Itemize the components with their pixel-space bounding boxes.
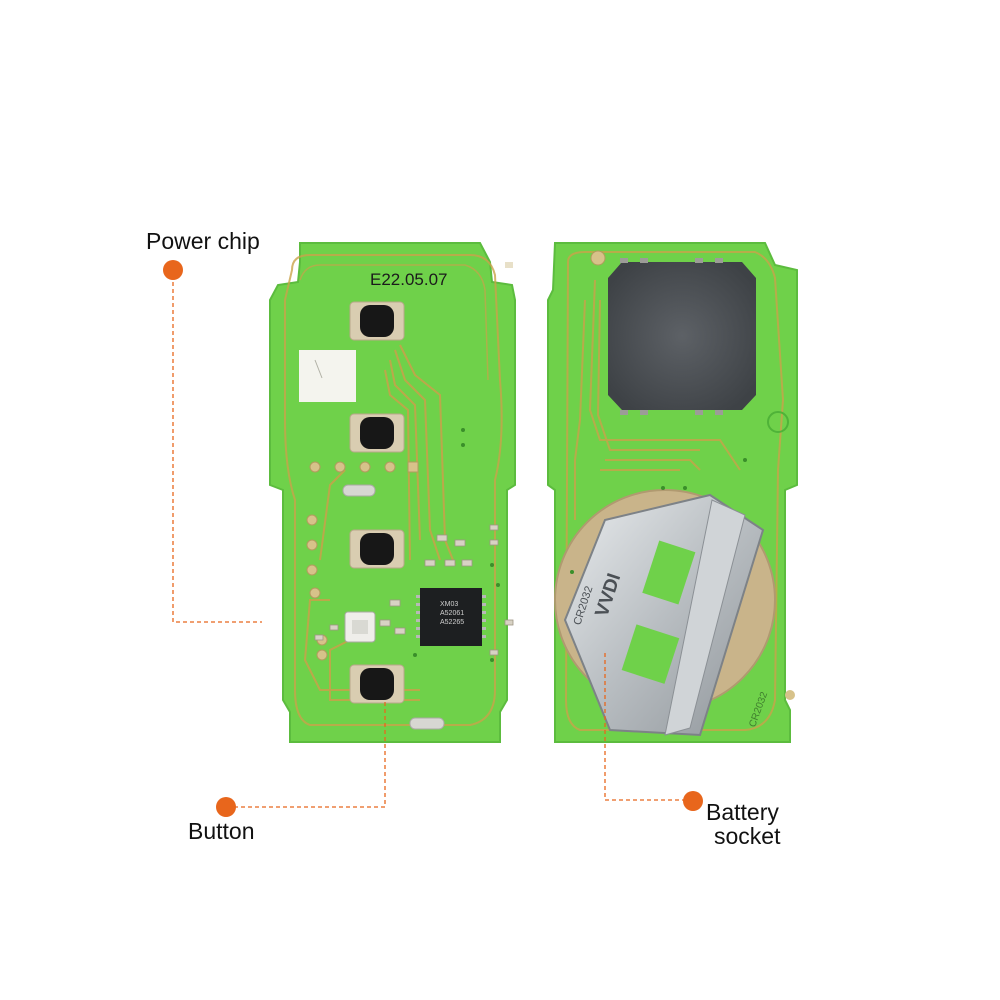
battery-socket-callout: Battery socket	[706, 800, 780, 848]
battery-socket: VVDI CR2032	[563, 493, 765, 737]
battery-callout-line2: socket	[714, 823, 781, 849]
chip-marking-1: XM03	[440, 601, 458, 608]
power-chip-dot	[163, 260, 183, 280]
tact-button-2	[349, 413, 405, 453]
power-chip-callout: Power chip	[146, 228, 260, 254]
power-chip: XM03 A52061 A52265	[416, 588, 486, 646]
power-chip-leader	[172, 275, 262, 623]
chip-marking-2: A52061	[440, 610, 464, 617]
date-code-marking: E22.05.07	[370, 270, 448, 289]
battery-leader	[604, 650, 693, 801]
right-pcb-board: VVDI CR2032 CR2032	[547, 242, 798, 743]
left-pcb-board: E22.05.07	[269, 242, 516, 743]
button-leader	[227, 700, 386, 808]
battery-dot	[683, 791, 703, 811]
tact-button-3	[349, 529, 405, 569]
chip-marking-3: A52265	[440, 619, 464, 626]
button-callout: Button	[188, 818, 255, 844]
tact-button-1	[349, 301, 405, 341]
leader-lines	[172, 275, 693, 808]
transponder-module	[608, 258, 756, 415]
tact-button-4	[349, 664, 405, 704]
battery-callout-line1: Battery	[706, 799, 779, 825]
button-dot	[216, 797, 236, 817]
